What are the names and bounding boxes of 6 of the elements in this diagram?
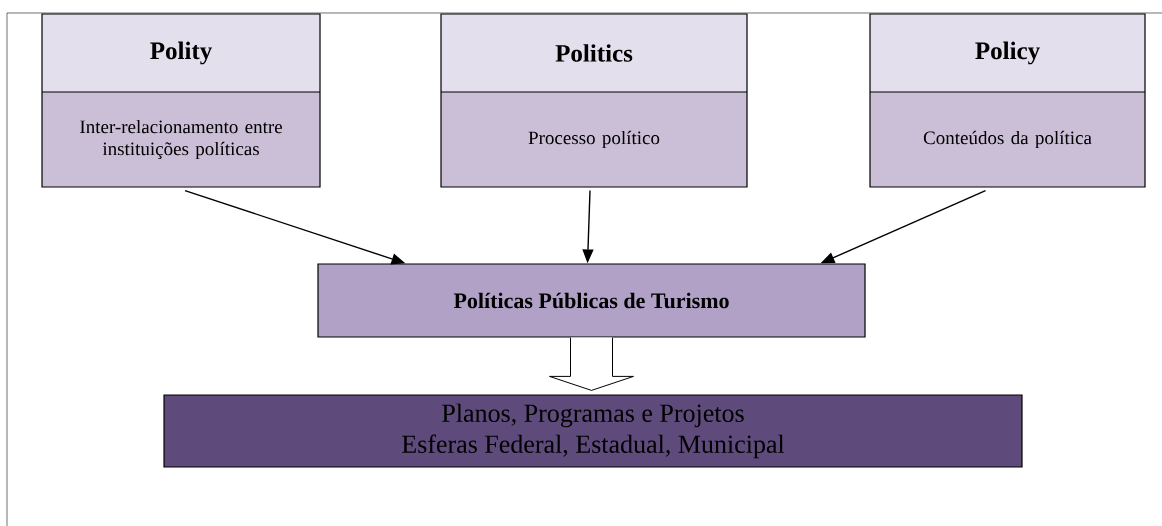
block-arrow [549,337,634,391]
process-box: Planos, Programas e Projetos Esferas Federal, Estadual, Municipal [163,394,1023,468]
concept-box: Polity Inter-relacionamento entre instituições políticas [41,13,321,188]
process-box: Políticas Públicas de Turismo [317,263,866,338]
concept-box: Politics Processo político [440,13,748,188]
concept-box: Policy Conteúdos da política [869,13,1146,188]
